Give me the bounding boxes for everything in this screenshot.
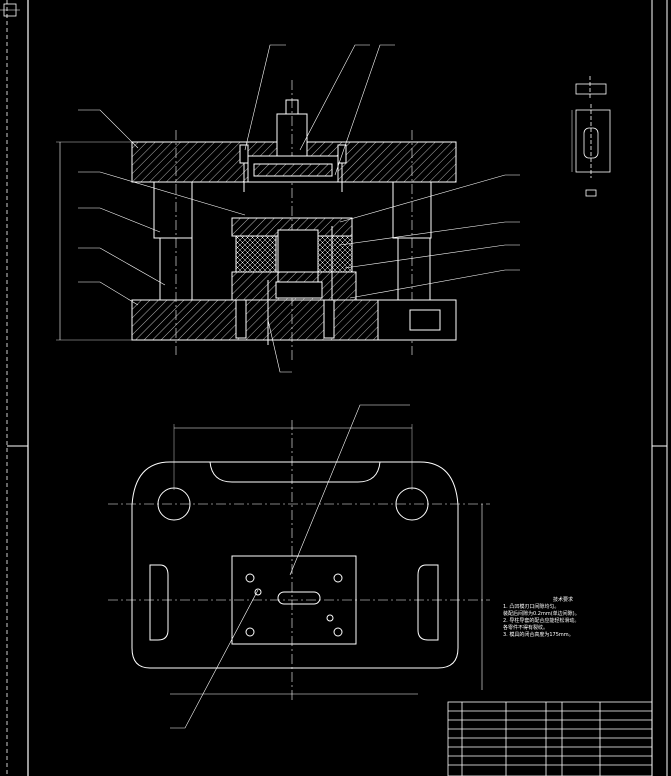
notes-line: 3. 模具的闭合高度为175mm。 — [503, 632, 574, 638]
notes-line: 1. 凸凹模刃口间隙均匀。 — [503, 604, 560, 610]
notes-line: 装配后间隙为0.2mm(单边间隙)。 — [503, 611, 580, 617]
rubber-block — [235, 235, 277, 273]
notes-title: 技术要求 — [552, 597, 573, 603]
notes-line: 2. 导柱导套的配合应能轻松滑动。 — [503, 618, 580, 624]
top-view — [108, 404, 490, 729]
notes-line: 各零件不得有裂纹。 — [503, 625, 549, 631]
part-detail-view — [571, 76, 611, 197]
guide-post-left — [153, 181, 193, 239]
technical-notes: 技术要求 1. 凸凹模刃口间隙均匀。 装配后间隙为0.2mm(单边间隙)。 2.… — [503, 597, 643, 639]
title-block — [447, 701, 653, 776]
front-section-view — [56, 44, 520, 373]
